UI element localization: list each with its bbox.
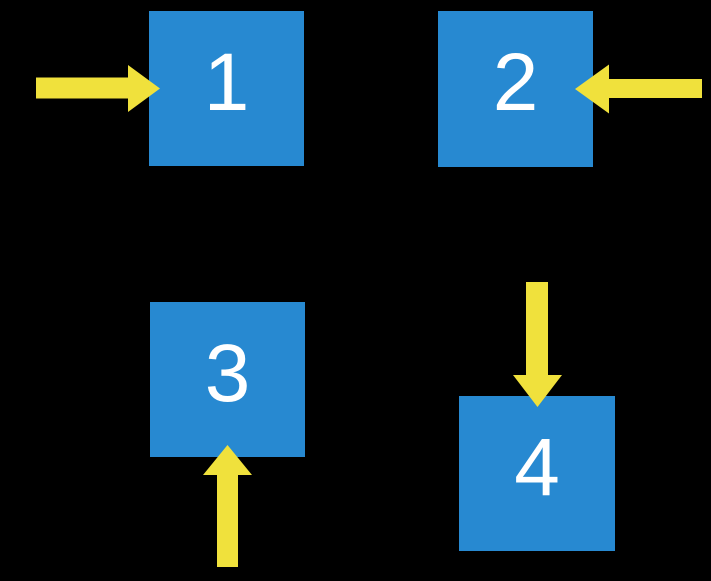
- box-3-label: 3: [204, 327, 251, 419]
- arrow-up-icon: [203, 445, 252, 567]
- arrow-down-icon: [513, 282, 562, 407]
- box-4-label: 4: [514, 421, 560, 513]
- arrow-left-icon: [575, 64, 702, 114]
- box-3[interactable]: 3: [150, 302, 305, 457]
- box-1[interactable]: 1: [149, 11, 304, 166]
- arrow-right-icon: [36, 65, 160, 112]
- box-4[interactable]: 4: [459, 396, 615, 551]
- box-2[interactable]: 2: [438, 11, 593, 167]
- box-2-label: 2: [492, 37, 539, 128]
- box-1-label: 1: [203, 36, 250, 128]
